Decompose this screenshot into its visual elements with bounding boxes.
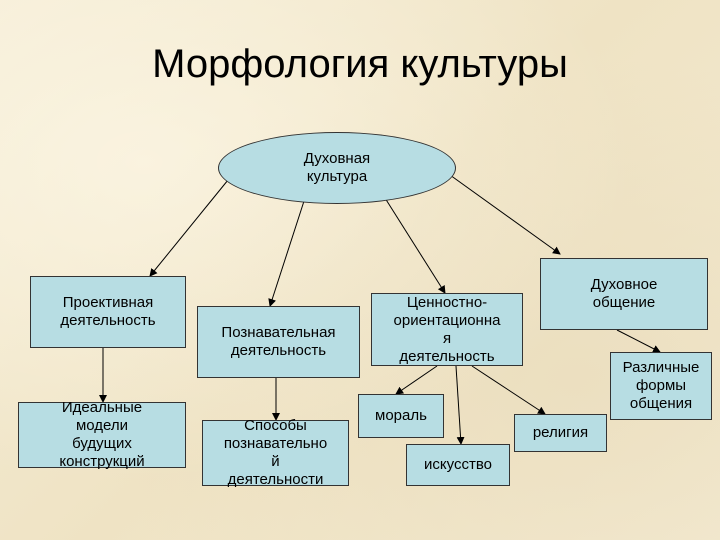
arrow-value-to-religion [471, 365, 546, 415]
arrow-root-to-project [149, 179, 229, 277]
node-art: искусство [406, 444, 510, 486]
arrow-root-to-communication [449, 174, 561, 255]
node-communication-forms: Различные формы общения [610, 352, 712, 420]
node-cognitive-activity: Познавательная деятельность [197, 306, 360, 378]
node-spiritual-communication: Духовное общение [540, 258, 708, 330]
arrow-root-to-value [384, 197, 446, 294]
page-title: Морфология культуры [152, 42, 568, 86]
node-ideal-models: Идеальные модели будущих конструкций [18, 399, 186, 470]
node-cognitive-methods: Способы познавательно й деятельности [202, 417, 349, 488]
arrow-value-to-art [455, 365, 465, 445]
node-spiritual-culture: Духовная культура [218, 132, 456, 204]
node-religion: религия [514, 414, 607, 452]
arrow-communication-to-forms [616, 329, 661, 353]
arrow-root-to-cognitive [268, 197, 306, 307]
node-value-orientation-activity: Ценностно- ориентационна я деятельность [371, 293, 523, 366]
node-morality: мораль [358, 394, 444, 438]
node-project-activity: Проективная деятельность [30, 276, 186, 348]
arrow-value-to-morality [395, 365, 438, 395]
